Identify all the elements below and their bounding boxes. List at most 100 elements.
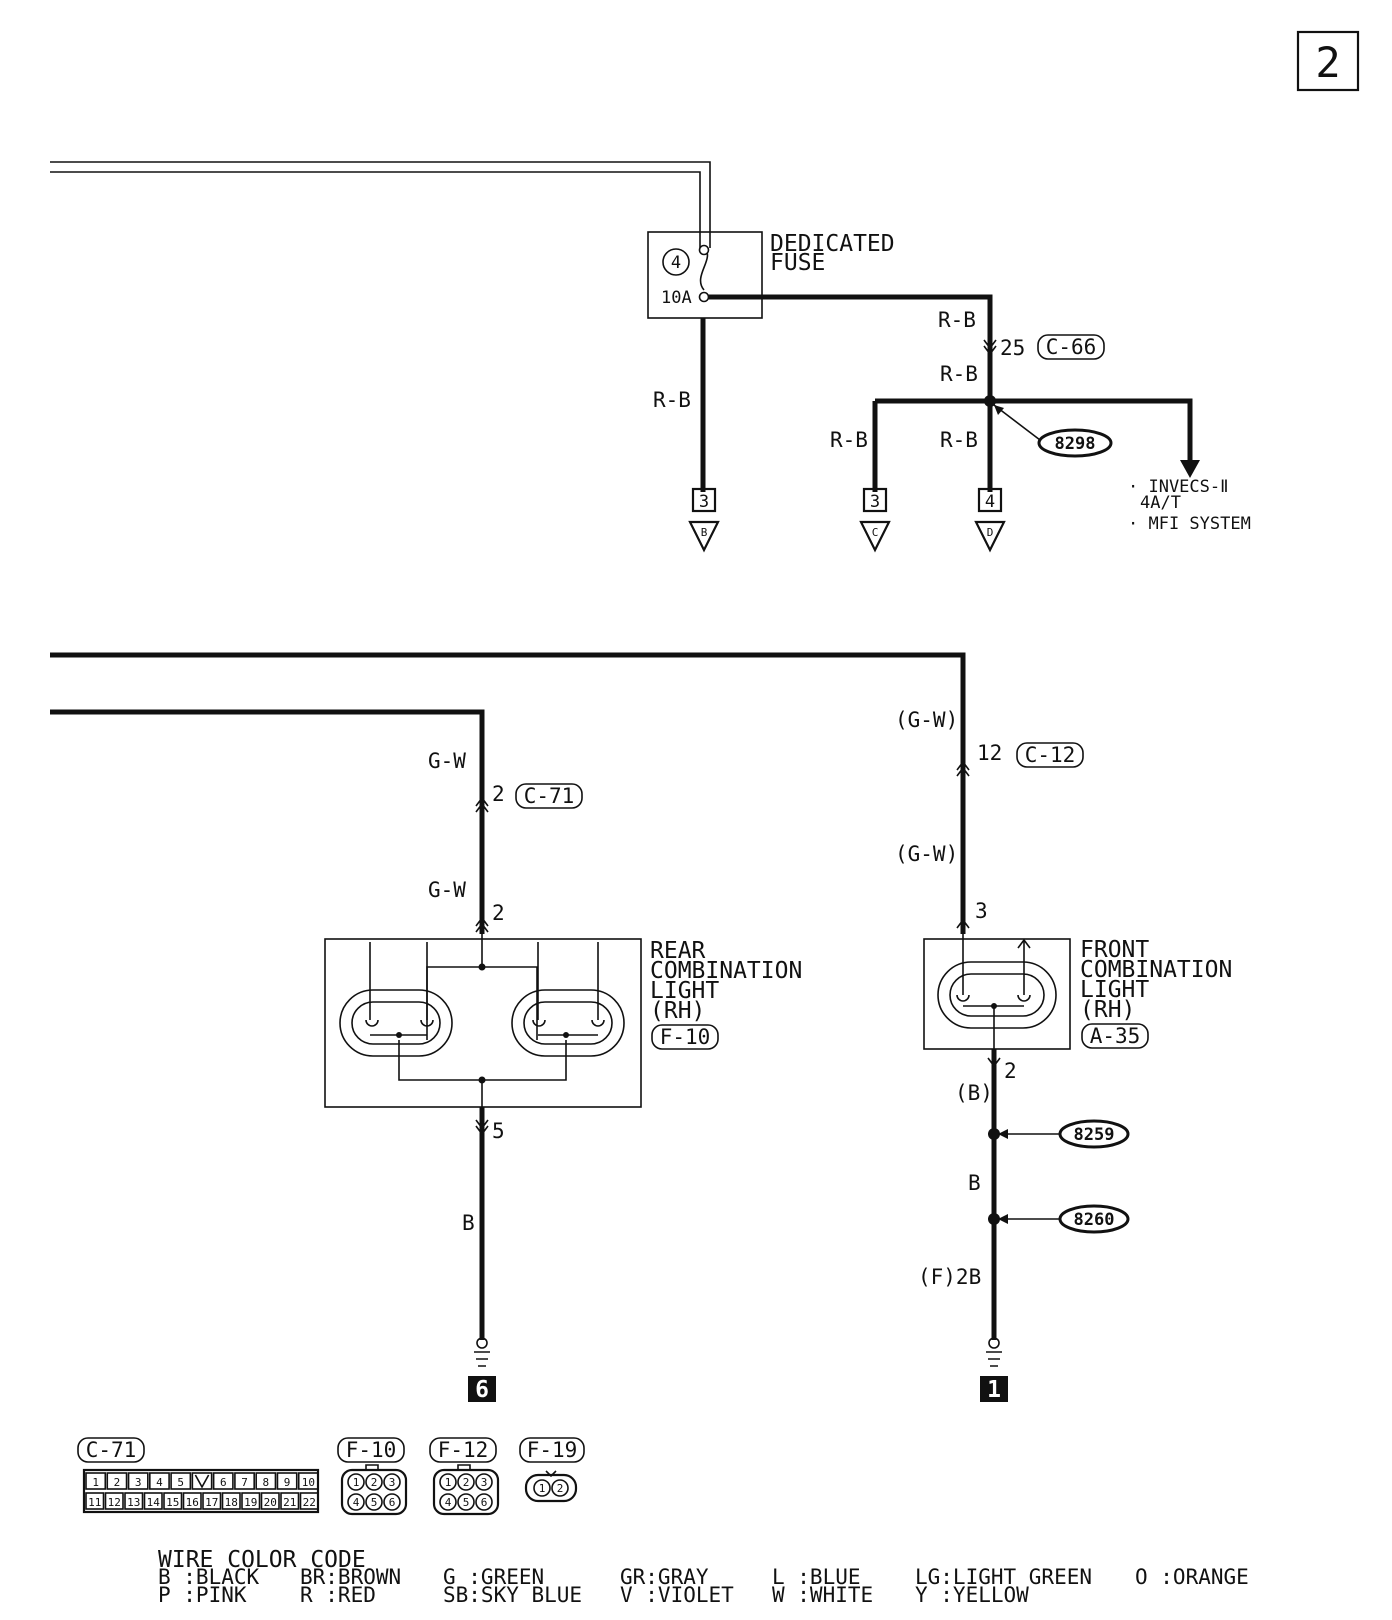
branch-target-b: 3 B bbox=[688, 487, 720, 553]
connector-pin-number: 19 bbox=[244, 1496, 257, 1509]
connector-pin-number: 13 bbox=[127, 1496, 140, 1509]
connector-cell bbox=[234, 1472, 255, 1490]
connector-pin-number: 22 bbox=[303, 1496, 316, 1509]
wire-label: B bbox=[462, 1211, 475, 1235]
connector-pin-number: 1 bbox=[353, 1476, 360, 1489]
connector-cell bbox=[149, 1472, 170, 1490]
connector-pin-number: 20 bbox=[264, 1496, 277, 1509]
svg-text:C-71: C-71 bbox=[86, 1438, 137, 1462]
fuse-title-line2: FUSE bbox=[770, 250, 825, 276]
connector-pin bbox=[533, 1479, 551, 1497]
wire-color-entry: LG:LIGHT GREEN bbox=[915, 1565, 1092, 1589]
wire-label: (G-W) bbox=[895, 708, 958, 732]
connector-pin bbox=[365, 1473, 383, 1491]
connector-pin-number: 11 bbox=[88, 1496, 101, 1509]
rear-light-title-line4: (RH) bbox=[650, 998, 705, 1024]
rear-light-title-line2: COMBINATION bbox=[650, 958, 802, 984]
connector-pin-number: 10 bbox=[302, 1476, 315, 1489]
wire-color-entry: W :WHITE bbox=[772, 1583, 873, 1607]
svg-text:8259: 8259 bbox=[1074, 1125, 1115, 1145]
connector-pin-number: 5 bbox=[177, 1476, 184, 1489]
wire-gw-front bbox=[50, 652, 966, 934]
front-light-title-line2: COMBINATION bbox=[1080, 957, 1232, 983]
connector-cell bbox=[260, 1492, 280, 1510]
svg-text:4: 4 bbox=[985, 492, 995, 512]
connector-cell bbox=[170, 1472, 192, 1490]
connector-mark bbox=[475, 796, 489, 813]
front-light-title-line3: LIGHT bbox=[1080, 977, 1149, 1003]
svg-text:C-66: C-66 bbox=[1046, 335, 1097, 359]
connector-pin-number: 3 bbox=[481, 1476, 488, 1489]
svg-text:6: 6 bbox=[475, 1377, 489, 1403]
connector-pin-number: 2 bbox=[114, 1476, 121, 1489]
wire-label: (F)2B bbox=[918, 1265, 981, 1289]
wire-color-entry: BR:BROWN bbox=[300, 1565, 401, 1589]
svg-text:8298: 8298 bbox=[1055, 434, 1096, 454]
connector-pin-number: 15 bbox=[166, 1496, 179, 1509]
connector-pin-number: 12 bbox=[108, 1496, 121, 1509]
connector-pin-number: 6 bbox=[389, 1496, 396, 1509]
svg-text:C-12: C-12 bbox=[1025, 743, 1076, 767]
wire-label: B bbox=[968, 1171, 981, 1195]
connector-pin-number: 3 bbox=[389, 1476, 396, 1489]
connector-pin: 3 bbox=[975, 899, 988, 923]
connector-tag-f10 bbox=[651, 1024, 719, 1050]
connector-pin-number: 18 bbox=[225, 1496, 238, 1509]
connector-pin-number: 1 bbox=[445, 1476, 452, 1489]
rear-combination-light bbox=[324, 934, 642, 1108]
connector-pin-number: 21 bbox=[283, 1496, 296, 1509]
wire-color-entry: GR:GRAY bbox=[620, 1565, 709, 1589]
wire-gw-rear bbox=[50, 709, 485, 934]
svg-text:D: D bbox=[987, 526, 994, 539]
connector-cell bbox=[106, 1472, 128, 1490]
fuse-title-line1: DEDICATED bbox=[770, 231, 895, 257]
connector-pin bbox=[457, 1473, 475, 1491]
connector-cell bbox=[104, 1492, 124, 1510]
arrow-target-line3: · MFI SYSTEM bbox=[1128, 514, 1251, 534]
connector-pin-number: 9 bbox=[284, 1476, 291, 1489]
wire-label: G-W bbox=[428, 749, 466, 773]
connector-cell bbox=[143, 1492, 163, 1510]
svg-text:3: 3 bbox=[870, 492, 880, 512]
svg-text:C: C bbox=[872, 526, 879, 539]
connector-pin bbox=[365, 1493, 383, 1511]
wire-label: R-B bbox=[940, 362, 978, 386]
connector-cell bbox=[221, 1492, 241, 1510]
svg-text:8260: 8260 bbox=[1074, 1210, 1115, 1230]
connector-pin: 2 bbox=[492, 782, 505, 806]
splice-8260 bbox=[1058, 1204, 1130, 1234]
splice-pointer bbox=[993, 404, 1041, 441]
connector-pin-number: 2 bbox=[463, 1476, 470, 1489]
connector-pin bbox=[347, 1473, 365, 1491]
connector-cell bbox=[85, 1492, 105, 1510]
connector-cell bbox=[182, 1492, 202, 1510]
arrow-target-line1: · INVECS-Ⅱ bbox=[1128, 477, 1228, 497]
wire-color-entry: O :ORANGE bbox=[1135, 1565, 1249, 1589]
wire-rb-right bbox=[708, 294, 993, 401]
connector-pin-number: 3 bbox=[135, 1476, 142, 1489]
connector-mark bbox=[956, 760, 970, 777]
wire-label: R-B bbox=[940, 428, 978, 452]
splice-8259 bbox=[1058, 1119, 1130, 1149]
junction-dot bbox=[984, 395, 996, 407]
branch-target-d: 4 D bbox=[974, 487, 1006, 553]
wire-color-entry: B :BLACK bbox=[158, 1565, 260, 1589]
connector-cell bbox=[85, 1472, 107, 1490]
ground-symbol-front bbox=[986, 1337, 1002, 1367]
connector-mark bbox=[983, 339, 997, 356]
blank-cavity-mark bbox=[194, 1474, 210, 1489]
connector-pin-number: 6 bbox=[481, 1496, 488, 1509]
wire-color-entry: G :GREEN bbox=[443, 1565, 544, 1589]
wire-color-code-title: WIRE COLOR CODE bbox=[158, 1547, 366, 1573]
connector-tag-c12 bbox=[1016, 742, 1084, 768]
svg-text:F-10: F-10 bbox=[346, 1438, 397, 1462]
connector-cell bbox=[276, 1472, 298, 1490]
ground-point-front bbox=[980, 1376, 1008, 1402]
connector-cell bbox=[255, 1472, 277, 1490]
connector-cell bbox=[202, 1492, 222, 1510]
wire-label: R-B bbox=[938, 308, 976, 332]
connector-pin-number: 5 bbox=[463, 1496, 470, 1509]
